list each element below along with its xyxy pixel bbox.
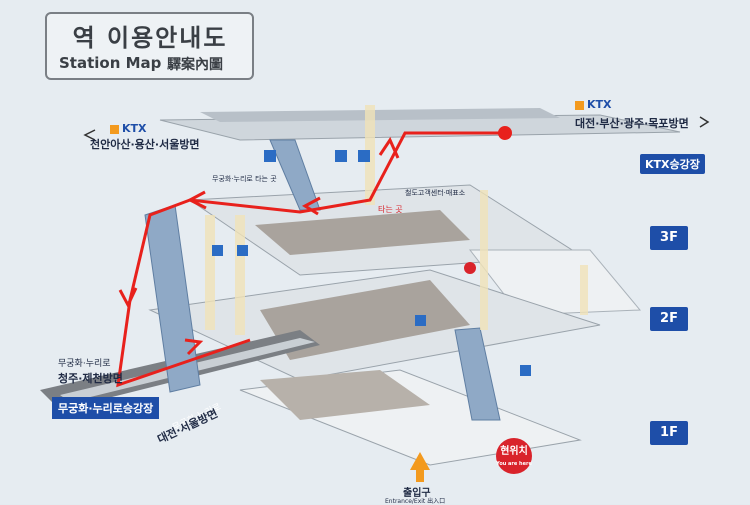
title-box: 역 이용안내도 Station Map 驛案內圖 [45,12,254,80]
you-are-here-marker: 현위치 You are here [496,438,532,474]
title-english: Station Map [59,54,162,72]
lower-platform-box: 무궁화·누리로승강장 [52,397,160,419]
entrance-label: 출입구 [403,488,431,499]
left-direction-arrow [83,129,96,141]
elevator-icon-1f [520,365,531,376]
floor-label-3f: 3F [650,226,688,250]
escalator-icon [264,150,276,162]
ktx-square-icon [575,100,584,110]
route-arrow-4 [118,287,138,309]
toilet-icon-2f [415,315,426,326]
ktx-logo-left: KTX [110,122,147,135]
you-are-here-ko: 현위치 [500,446,528,457]
route-start-dot [498,126,512,140]
elevator-icon-3f [212,245,223,256]
waiting-label: 타는 곳 [378,205,403,214]
route-arrow-5 [184,338,204,356]
no-entry-icon [464,262,476,274]
floor-3f-rooms [255,210,470,255]
you-are-here-en: You are here [496,461,532,467]
info-area-label: 철도고객센터·매표소 [405,189,466,197]
elevator-icon-3f-b [237,245,248,256]
elevator-shaft-1 [205,215,215,330]
floor-1f-rooms [260,370,430,420]
elevator-shaft-5 [580,265,588,315]
right-direction-arrow [699,116,710,128]
escalator-right [454,327,501,421]
ktx-logo-right: KTX [575,98,612,111]
route-arrow-3 [186,190,207,210]
title-chinese: 驛案內圖 [167,57,223,73]
ktx-left-direction: 천안아산·용산·서울방면 [90,138,200,151]
concourse-label: 무궁화·누리로 타는 곳 [212,175,277,183]
elevator-shaft-2 [235,215,245,335]
ktx-track-rail [200,108,560,122]
ktx-right-direction: 대전·부산·광주·목포방면 [575,117,689,130]
entrance-label-en: Entrance/Exit 出入口 [385,498,446,505]
route-arrow-2 [301,196,321,216]
ktx-square-icon [110,124,119,134]
elevator-shaft-4 [480,190,488,330]
elevator-icon [358,150,370,162]
floor-label-2f: 2F [650,307,688,331]
title-korean: 역 이용안내도 [72,24,228,52]
entrance-arrow [410,452,430,482]
floor-label-1f: 1F [650,421,688,445]
ktx-platform-badge: KTX승강장 [640,154,705,174]
lower-lines-label: 무궁화·누리로 [58,359,111,369]
lower-left-direction: 청주·제천방면 [58,372,123,385]
route-arrow-1 [378,136,400,159]
toilet-icon [335,150,347,162]
